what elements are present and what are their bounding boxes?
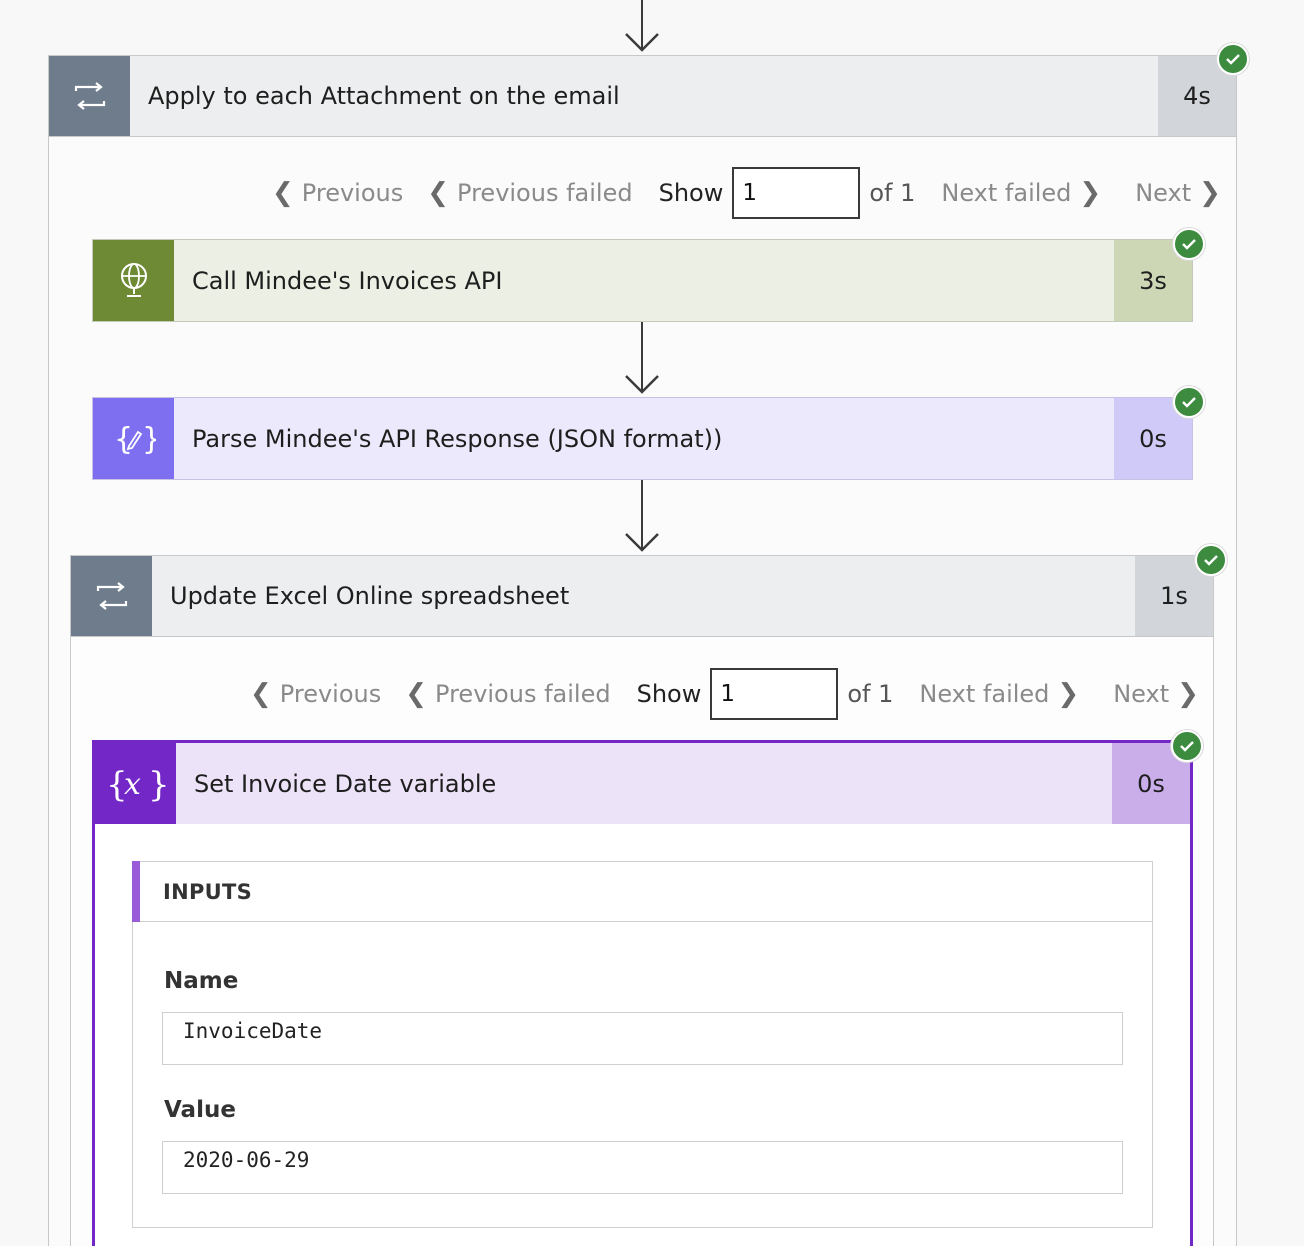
flow-arrow xyxy=(622,0,662,56)
chevron-left-icon: ❮ xyxy=(427,178,450,208)
set-variable-card[interactable]: { x } Set Invoice Date variable 0s xyxy=(95,743,1190,824)
success-check-icon xyxy=(1171,730,1203,762)
name-label: Name xyxy=(164,968,239,994)
chevron-left-icon: ❮ xyxy=(405,679,428,709)
loop-icon xyxy=(71,556,152,636)
value-field[interactable]: 2020-06-29 xyxy=(162,1141,1123,1194)
svg-text:{: { xyxy=(106,765,128,805)
chevron-left-icon: ❮ xyxy=(272,178,294,208)
previous-button[interactable]: ❮Previous xyxy=(272,178,404,208)
apply-to-each-card[interactable]: Apply to each Attachment on the email 4s xyxy=(48,55,1237,137)
name-field[interactable]: InvoiceDate xyxy=(162,1012,1123,1065)
success-check-icon xyxy=(1173,228,1205,260)
show-label: Show xyxy=(658,179,724,207)
success-check-icon xyxy=(1217,43,1249,75)
value-label: Value xyxy=(164,1097,236,1123)
parse-json-card[interactable]: { } Parse Mindee's API Response (JSON fo… xyxy=(92,397,1193,480)
update-excel-card[interactable]: Update Excel Online spreadsheet 1s xyxy=(70,555,1214,637)
flow-arrow xyxy=(622,480,662,556)
json-edit-icon: { } xyxy=(93,398,174,479)
parse-json-title: Parse Mindee's API Response (JSON format… xyxy=(192,424,723,453)
chevron-right-icon: ❯ xyxy=(1079,178,1102,208)
call-api-title: Call Mindee's Invoices API xyxy=(192,266,503,295)
iteration-input[interactable] xyxy=(710,668,839,720)
success-check-icon xyxy=(1173,386,1205,418)
next-failed-button[interactable]: Next failed❯ xyxy=(941,178,1102,208)
of-total-label: of 1 xyxy=(847,680,894,708)
next-failed-button[interactable]: Next failed❯ xyxy=(919,679,1080,709)
set-variable-title: Set Invoice Date variable xyxy=(194,769,497,798)
show-label: Show xyxy=(636,680,702,708)
svg-text:x: x xyxy=(124,767,141,802)
next-button[interactable]: Next❯ xyxy=(1113,679,1199,709)
call-api-card[interactable]: Call Mindee's Invoices API 3s xyxy=(92,239,1193,322)
apply-to-each-title: Apply to each Attachment on the email xyxy=(148,82,620,110)
chevron-right-icon: ❯ xyxy=(1057,679,1080,709)
loop-icon xyxy=(49,56,130,136)
chevron-left-icon: ❮ xyxy=(250,679,272,709)
globe-icon xyxy=(93,240,174,321)
inputs-heading: INPUTS xyxy=(132,861,1152,922)
svg-text:}: } xyxy=(142,422,156,457)
iteration-input[interactable] xyxy=(732,167,861,219)
svg-text:}: } xyxy=(148,765,168,805)
previous-button[interactable]: ❮Previous xyxy=(250,679,382,709)
svg-text:{: { xyxy=(114,422,133,457)
previous-failed-button[interactable]: ❮Previous failed xyxy=(427,178,633,208)
success-check-icon xyxy=(1195,544,1227,576)
inner-pager: ❮Previous ❮Previous failed Show of 1 Nex… xyxy=(250,667,1199,721)
update-excel-title: Update Excel Online spreadsheet xyxy=(170,582,570,610)
outer-pager: ❮Previous ❮Previous failed Show of 1 Nex… xyxy=(272,166,1221,220)
previous-failed-button[interactable]: ❮Previous failed xyxy=(405,679,611,709)
of-total-label: of 1 xyxy=(869,179,916,207)
chevron-right-icon: ❯ xyxy=(1199,178,1221,208)
variable-icon: { x } xyxy=(95,743,176,824)
next-button[interactable]: Next❯ xyxy=(1135,178,1221,208)
chevron-right-icon: ❯ xyxy=(1177,679,1199,709)
flow-arrow xyxy=(622,322,662,398)
